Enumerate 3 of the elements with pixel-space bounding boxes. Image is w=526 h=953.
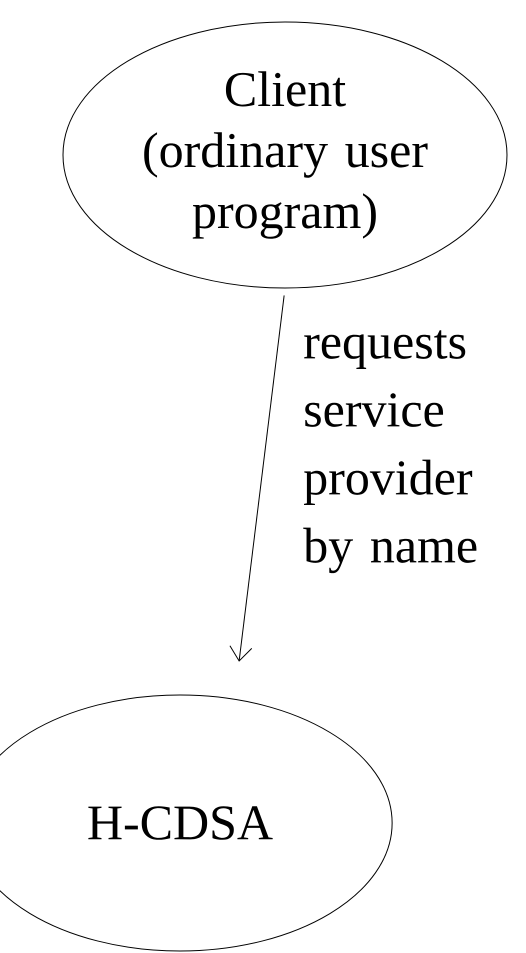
edge-label: requests service provider by name <box>303 330 476 574</box>
arrow <box>229 294 285 662</box>
ellipse-node: Client (ordinary user program) <box>62 22 508 288</box>
